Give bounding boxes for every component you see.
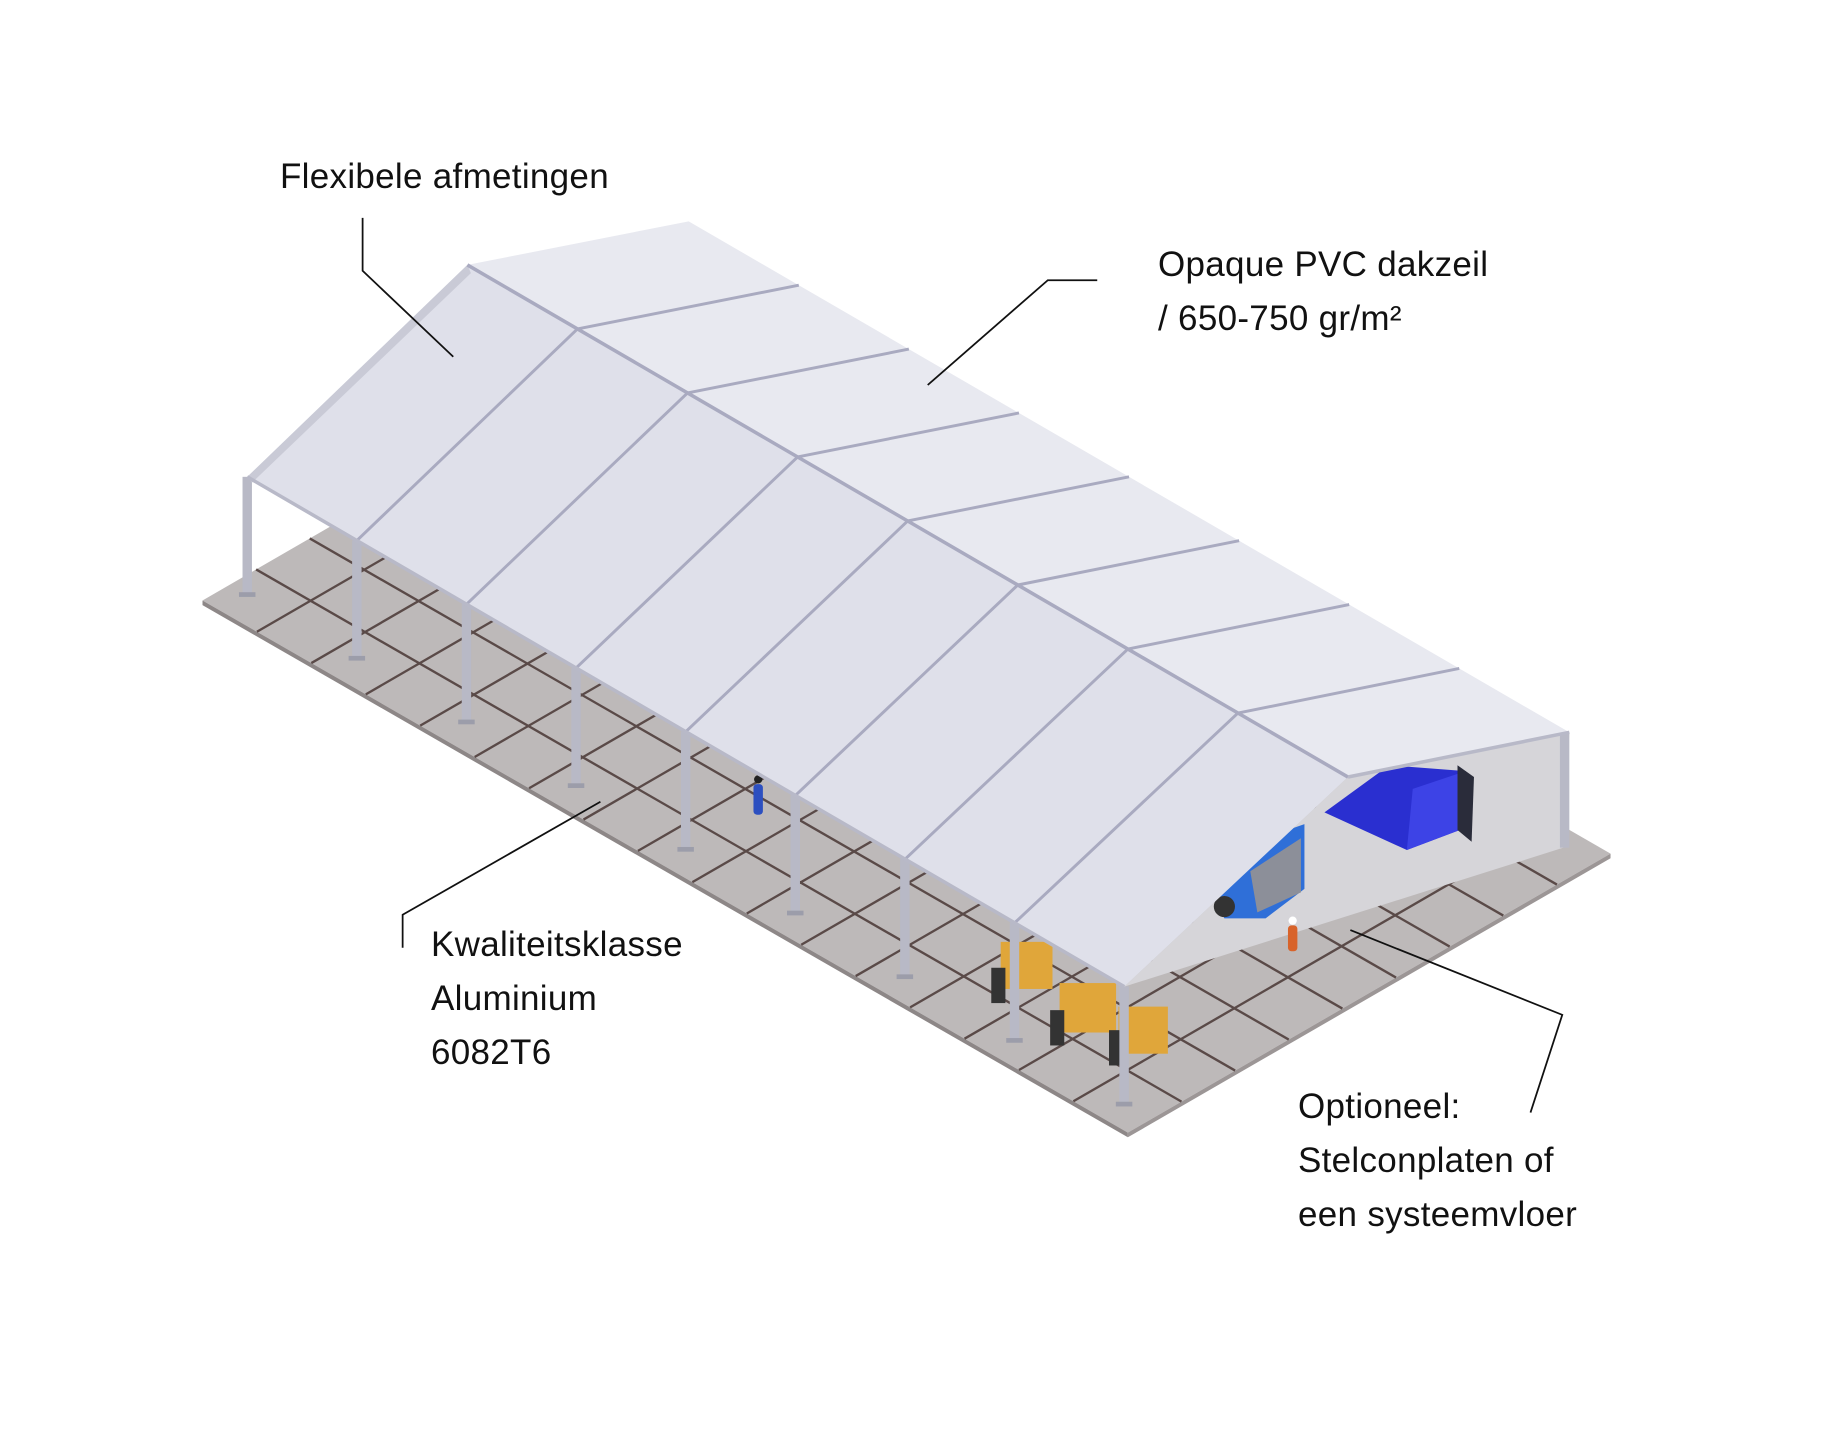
leader-lines <box>361 217 1564 1113</box>
post-foot <box>458 719 475 725</box>
aluminium-post <box>790 795 800 914</box>
label-line: / 650-750 gr/m² <box>1158 299 1402 338</box>
worker-blue <box>753 775 763 815</box>
roof-seam <box>907 475 1130 523</box>
aluminium-post <box>900 858 910 977</box>
roof-seam <box>684 519 909 733</box>
roof-seam <box>1017 539 1240 587</box>
label-line: Opaque PVC dakzeil <box>1158 245 1489 284</box>
roof-seam <box>577 283 800 331</box>
label-line: Aluminium <box>431 979 598 1018</box>
label-line: Flexibele afmetingen <box>280 157 609 196</box>
label-dimensions: Flexibele afmetingen <box>280 150 609 204</box>
floor-edge <box>202 600 1128 1138</box>
post-foot <box>896 974 914 980</box>
roof-seam <box>1013 711 1239 924</box>
roof-seams <box>355 283 1460 924</box>
label-frame-material: Kwaliteitsklasse Aluminium 6082T6 <box>431 918 683 1080</box>
aluminium-post <box>1009 922 1020 1041</box>
label-floor-option: Optioneel: Stelconplaten of een systeemv… <box>1298 1080 1577 1242</box>
post-foot <box>348 655 366 661</box>
label-line: Optioneel: <box>1298 1087 1461 1126</box>
floor-edge-right <box>1127 853 1611 1138</box>
roof-seam <box>575 455 799 670</box>
label-line: Kwaliteitsklasse <box>431 925 683 964</box>
label-roof-material: Opaque PVC dakzeil / 650-750 gr/m² <box>1158 238 1488 346</box>
roof-seam <box>794 583 1019 797</box>
roof-seam <box>1237 666 1460 715</box>
roof-seam <box>355 327 579 542</box>
roof-eave-front <box>246 475 1126 989</box>
roof-eave-back <box>1347 730 1570 779</box>
aluminium-post <box>461 604 472 722</box>
tent-interior <box>753 732 1570 1066</box>
floor-grid-line <box>255 568 1183 1103</box>
aluminium-post <box>242 476 252 595</box>
leader-floor <box>1350 929 1564 1113</box>
post-foot <box>567 783 585 788</box>
roof-seam <box>904 647 1129 861</box>
post-foot <box>238 592 256 597</box>
shipping-container <box>1324 765 1474 851</box>
post-foot <box>1006 1038 1023 1043</box>
leader-roof <box>927 279 1098 386</box>
aluminium-post <box>680 731 691 850</box>
aluminium-post <box>352 540 362 659</box>
aluminium-post <box>571 667 581 786</box>
label-line: Stelconplaten of <box>1298 1141 1554 1180</box>
leader-dimensions <box>361 217 454 358</box>
roof-seam <box>687 347 910 395</box>
roof-seam <box>465 391 689 606</box>
label-line: een systeemvloer <box>1298 1195 1578 1234</box>
truck <box>1212 824 1305 919</box>
leader-frame <box>401 800 601 948</box>
aluminium-posts <box>238 476 1570 1107</box>
aluminium-post <box>1119 986 1129 1105</box>
aluminium-post <box>1559 732 1570 848</box>
roof-seam <box>797 411 1020 459</box>
roof-seam <box>1127 603 1350 651</box>
post-foot <box>1115 1101 1133 1107</box>
worker-orange <box>1287 916 1298 952</box>
roof-ridge <box>466 263 1349 779</box>
post-foot <box>677 846 694 852</box>
post-foot <box>787 910 804 916</box>
label-line: 6082T6 <box>431 1033 552 1072</box>
